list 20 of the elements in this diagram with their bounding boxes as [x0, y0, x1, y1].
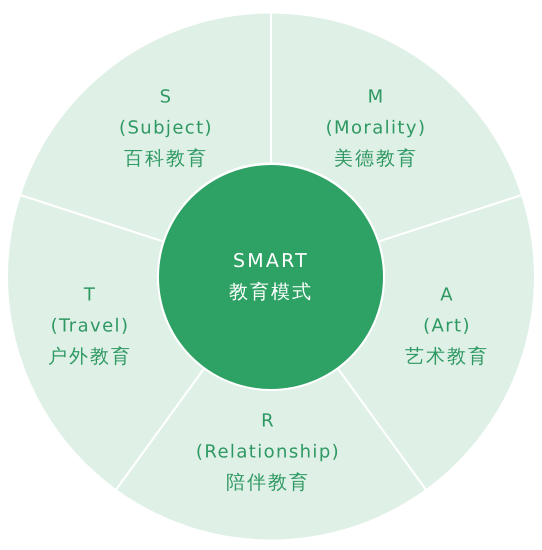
pie-segment [270, 11, 524, 243]
segment-term: (Travel) [50, 314, 130, 338]
segment-initial: R [261, 410, 275, 434]
segment-initial: M [368, 86, 384, 110]
segment-initial: A [440, 284, 454, 308]
segment-label: 百科教育 [124, 146, 208, 172]
segment-initial: T [84, 284, 96, 308]
segment-initial: S [160, 86, 172, 110]
segment-term: (Subject) [119, 116, 213, 140]
segment-label: 陪伴教育 [226, 470, 310, 496]
segment-term: (Art) [423, 314, 471, 338]
segment-label: 户外教育 [48, 344, 132, 370]
center-subtitle: 教育模式 [229, 280, 313, 304]
pie-segment [114, 366, 428, 542]
center-title: SMART [233, 248, 309, 274]
pie-segment [18, 11, 272, 243]
segment-term: (Morality) [326, 116, 426, 140]
segment-term: (Relationship) [196, 440, 340, 464]
segment-label: 美德教育 [334, 146, 418, 172]
segment-label: 艺术教育 [405, 344, 489, 370]
